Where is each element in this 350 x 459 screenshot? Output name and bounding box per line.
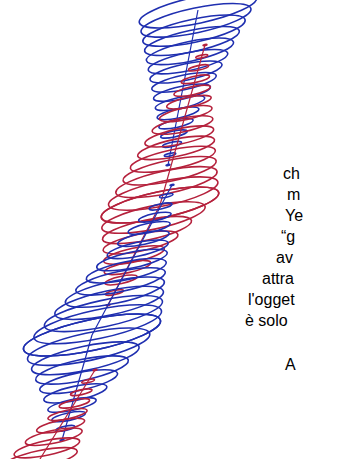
helix-ring (121, 151, 218, 191)
helix-ring (149, 201, 173, 211)
helix-ring (81, 378, 94, 384)
text-fragment: ch (283, 164, 300, 184)
helix-ring (166, 93, 213, 112)
helix-cone (20, 305, 163, 441)
text-fragment: l'ogget (248, 290, 295, 310)
text-fragment: è solo (245, 311, 288, 331)
helix-ring (25, 320, 153, 373)
helix-ring (70, 388, 93, 397)
helix-ring (139, 0, 254, 44)
helix-ring (47, 406, 88, 423)
helix-ring (100, 211, 193, 250)
helix-ring (188, 64, 209, 73)
text-fragment: A (285, 355, 296, 375)
helix-ring (195, 54, 208, 59)
helix-cone (1, 369, 97, 459)
helix-ring (20, 305, 163, 364)
helix-ring (181, 73, 211, 85)
helix-ring (170, 184, 174, 186)
helix-ring (99, 195, 207, 240)
helix-strand (40, 370, 95, 459)
helix-cone (20, 184, 174, 365)
helix-ring (24, 424, 83, 449)
text-fragment: av (276, 248, 293, 268)
text-fragment: attra (262, 269, 294, 289)
text-fragment: m (287, 185, 300, 205)
helix-ring (59, 397, 91, 410)
helix-ring (34, 350, 131, 390)
helix-ring (166, 164, 170, 166)
text-fragment: “g (281, 227, 295, 247)
helix-ring (52, 279, 166, 326)
helix-ring (1, 443, 79, 459)
helix-ring (159, 193, 173, 199)
helix-ring (42, 288, 165, 339)
helix-cone (137, 0, 260, 166)
helix-ring (93, 369, 97, 371)
helix-ring (113, 160, 219, 204)
helix-cone (99, 44, 222, 230)
helix-ring (203, 44, 207, 46)
text-fragment: Ye (285, 206, 303, 226)
